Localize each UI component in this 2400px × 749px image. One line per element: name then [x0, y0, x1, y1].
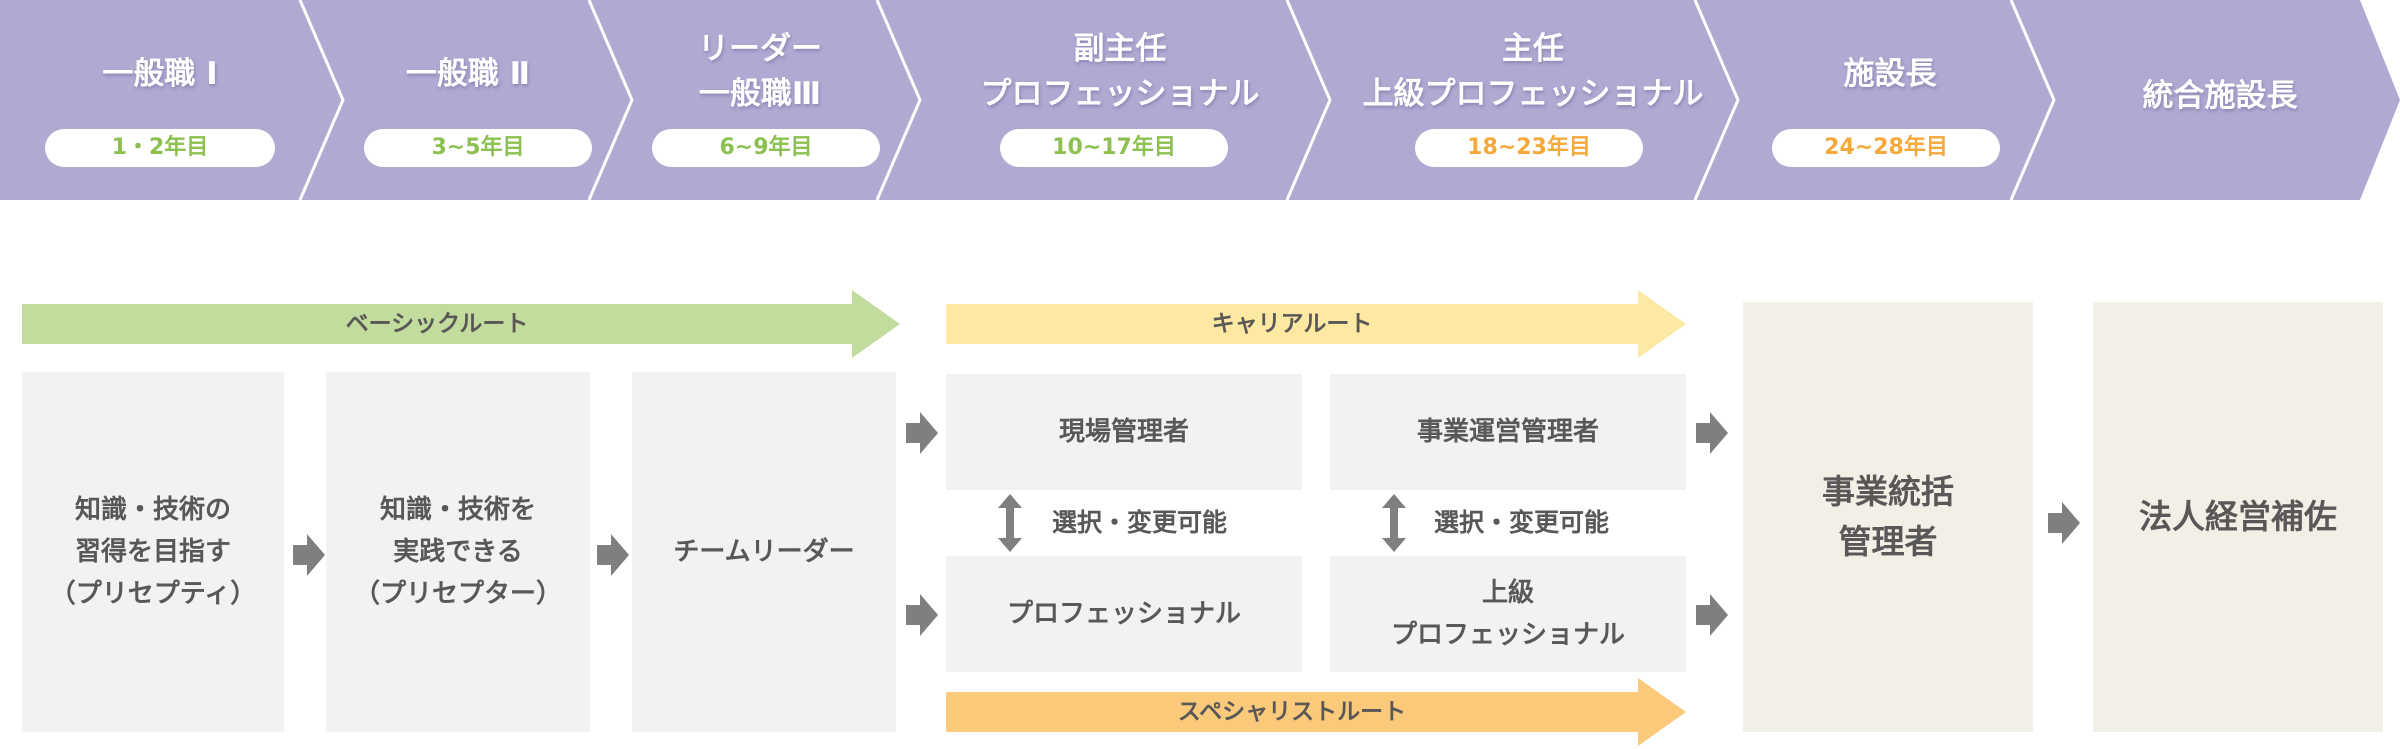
- stage-2-years: 3~5年目: [364, 129, 592, 167]
- box-site-manager-text: 現場管理者: [1058, 417, 1189, 447]
- box-professional: プロフェッショナル: [946, 556, 1302, 672]
- box-preceptee-text: 知識・技術の 習得を目指す （プリセプティ）: [49, 495, 257, 609]
- stage-1-years: 1・2年目: [45, 129, 275, 167]
- basic-route-arrow-shape: [22, 290, 900, 358]
- stage-1-title: 一般職 Ⅰ: [102, 56, 218, 92]
- box-corporate-assistant: 法人経営補佐: [2093, 302, 2383, 732]
- stage-4-years: 10~17年目: [1000, 129, 1228, 167]
- stage-divider-1: [298, 0, 345, 200]
- specialist-route-label: スペシャリストルート: [1177, 699, 1407, 725]
- arrow-shape: [1696, 594, 1728, 636]
- box-business-manager-text: 事業運営管理者: [1416, 417, 1599, 447]
- arrow-business-manager-to-integrated-icon: [1696, 412, 1728, 454]
- career-route-arrow: [946, 290, 1686, 358]
- switch-left-label: 選択・変更可能: [1052, 508, 1228, 537]
- arrow-shape: [906, 594, 938, 636]
- box-integrated-manager: 事業統括 管理者: [1743, 302, 2033, 732]
- basic-route-label: ベーシックルート: [345, 311, 529, 337]
- arrow-shape: [2048, 502, 2080, 544]
- box-professional-text: プロフェッショナル: [1006, 599, 1241, 629]
- stage-7-title: 統合施設長: [2142, 78, 2298, 114]
- box-site-manager: 現場管理者: [946, 374, 1302, 490]
- stage-6-title: 施設長: [1843, 56, 1937, 92]
- double-arrow-shape: [1382, 494, 1406, 552]
- box-senior-professional-text: 上級 プロフェッショナル: [1390, 578, 1625, 650]
- specialist-route-arrow: [946, 678, 1686, 746]
- stage-6-years: 24~28年目: [1772, 129, 2000, 167]
- stage-dividers: [298, 0, 2056, 200]
- box-team-leader: チームリーダー: [632, 372, 896, 732]
- arrow-team-leader-to-professional-icon: [906, 594, 938, 636]
- stage-divider-2: [587, 0, 634, 200]
- stage-5-years: 18~23年目: [1415, 129, 1643, 167]
- switch-right-label: 選択・変更可能: [1434, 508, 1610, 537]
- stage-divider-3: [875, 0, 922, 200]
- stage-3-years: 6~9年目: [652, 129, 880, 167]
- stage-divider-5: [1693, 0, 1740, 200]
- arrow-shape: [906, 412, 938, 454]
- box-corporate-assistant-text: 法人経営補佐: [2139, 497, 2337, 536]
- career-route-label: キャリアルート: [1211, 311, 1373, 337]
- arrow-shape: [597, 534, 629, 576]
- arrow-integrated-to-corporate-icon: [2048, 502, 2080, 544]
- switch-left-double-arrow-icon: [998, 494, 1022, 552]
- box-preceptor: 知識・技術を 実践できる （プリセプター）: [326, 372, 590, 732]
- stage-4-title: 副主任 プロフェッショナル: [980, 31, 1260, 112]
- box-team-leader-text: チームリーダー: [673, 537, 855, 567]
- double-arrow-shape: [998, 494, 1022, 552]
- basic-route-arrow: [22, 290, 900, 358]
- box-preceptee: 知識・技術の 習得を目指す （プリセプティ）: [22, 372, 284, 732]
- switch-right-double-arrow-icon: [1382, 494, 1406, 552]
- box-senior-professional: 上級 プロフェッショナル: [1330, 556, 1686, 672]
- career-route-arrow-shape: [946, 290, 1686, 358]
- stage-divider-4: [1285, 0, 1332, 200]
- arrow-senior-professional-to-integrated-icon: [1696, 594, 1728, 636]
- arrow-preceptee-to-preceptor-icon: [293, 534, 325, 576]
- box-integrated-manager-text: 事業統括 管理者: [1822, 472, 1954, 561]
- specialist-route-arrow-shape: [946, 678, 1686, 746]
- box-preceptor-text: 知識・技術を 実践できる （プリセプター）: [353, 495, 562, 609]
- arrow-shape: [1696, 412, 1728, 454]
- arrow-preceptor-to-team-leader-icon: [597, 534, 629, 576]
- stage-2-title: 一般職 Ⅱ: [405, 56, 531, 92]
- box-business-manager: 事業運営管理者: [1330, 374, 1686, 490]
- stage-3-title: リーダー 一般職Ⅲ: [698, 31, 822, 112]
- arrow-shape: [293, 534, 325, 576]
- stage-divider-6: [2009, 0, 2056, 200]
- stage-5-title: 主任 上級プロフェッショナル: [1362, 31, 1704, 112]
- arrow-team-leader-to-site-manager-icon: [906, 412, 938, 454]
